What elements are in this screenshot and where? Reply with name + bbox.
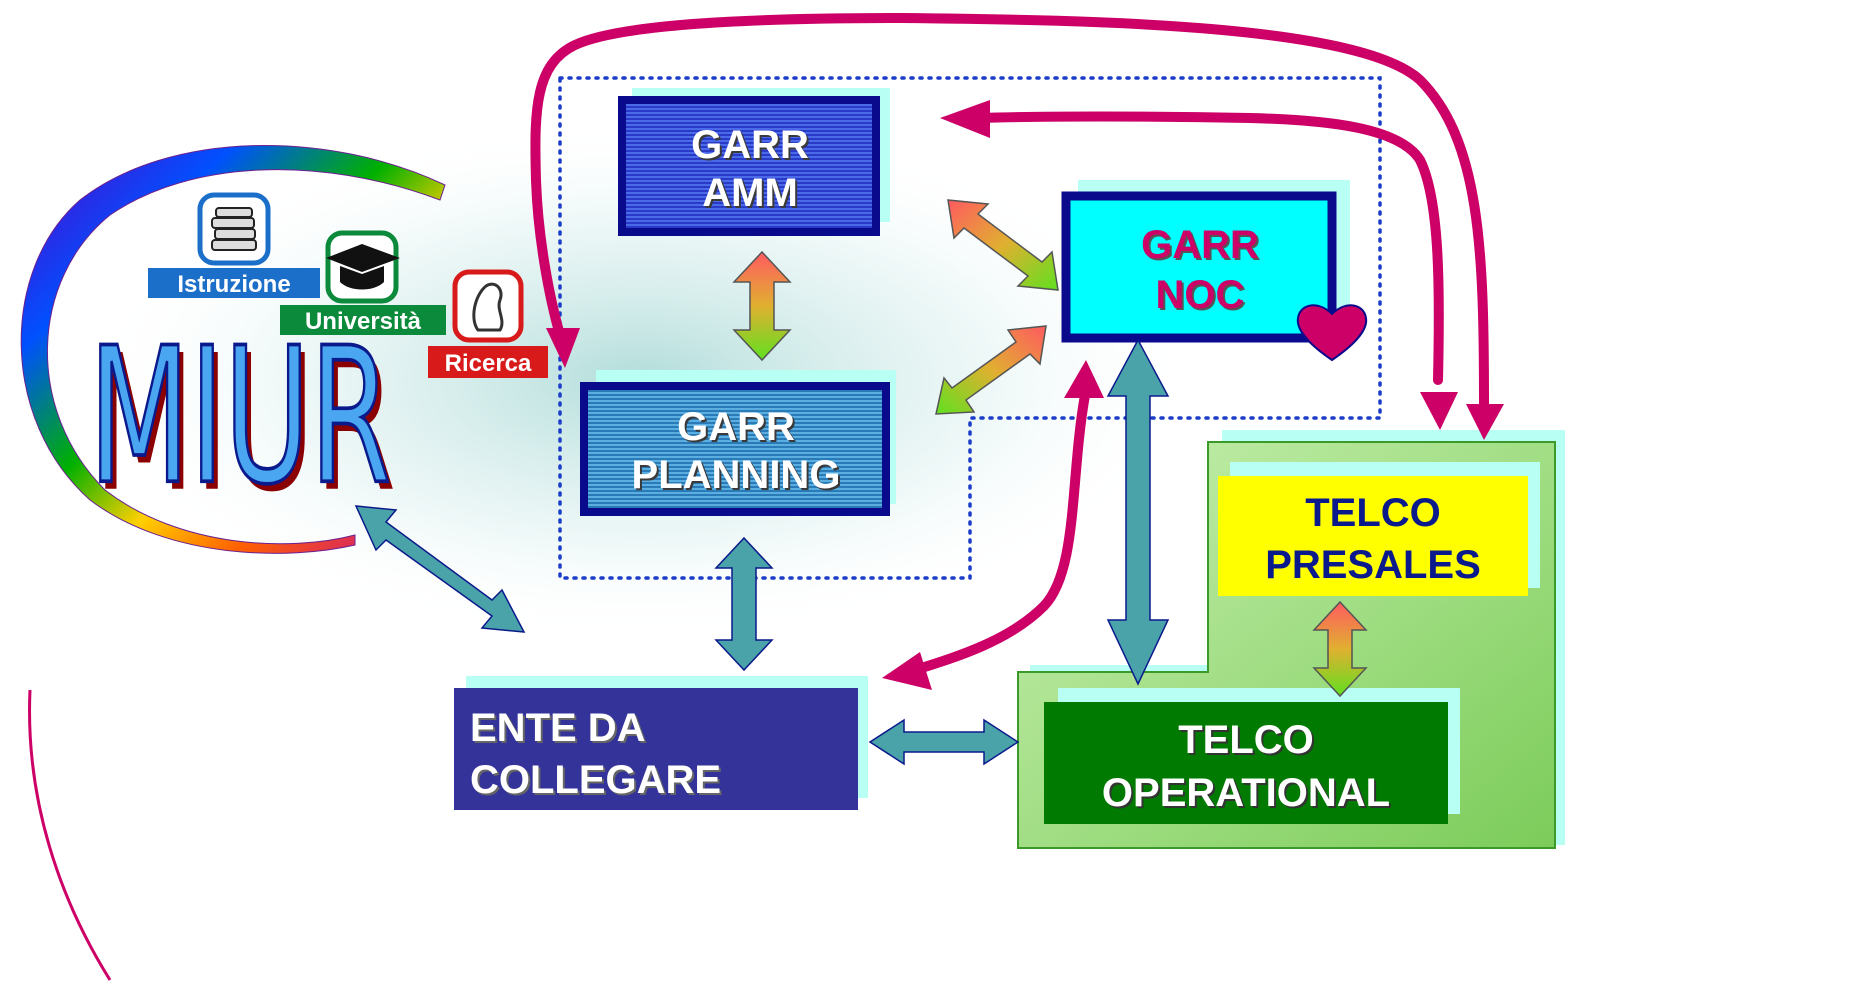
arrowhead-to-ente	[882, 652, 932, 690]
svg-text:TELCO: TELCO	[1180, 720, 1316, 764]
arrowhead-to-planning	[546, 328, 580, 368]
svg-text:OPERATIONAL: OPERATIONAL	[1104, 773, 1392, 817]
books-icon	[211, 207, 257, 251]
planning-ente-arrow	[714, 536, 774, 672]
miur-label: MIUR	[89, 307, 391, 525]
svg-text:GARR: GARR	[679, 407, 797, 451]
noc-operational-arrow	[1106, 338, 1170, 686]
garr-noc-box[interactable]: GARR GARR NOC NOC	[1061, 180, 1368, 362]
telco-operational-box[interactable]: TELCO TELCO OPERATIONAL OPERATIONAL	[1044, 688, 1460, 824]
svg-text:GARR: GARR	[1143, 225, 1261, 269]
svg-text:ENTE DA: ENTE DA	[472, 708, 648, 752]
flask-icon	[472, 282, 504, 332]
svg-text:NOC: NOC	[1158, 275, 1247, 319]
garr-group-outline	[558, 76, 1382, 580]
arrowhead-to-presales-left	[1420, 392, 1458, 430]
garr-amm-line2: AMM	[702, 171, 798, 215]
rainbow-ring	[20, 144, 446, 554]
decorative-curve	[28, 689, 112, 981]
garr-planning-box[interactable]: GARR GARR PLANNING PLANNING	[580, 370, 896, 516]
ricerca-logo: Ricerca	[428, 269, 548, 378]
svg-text:GARR: GARR	[693, 125, 811, 169]
ente-box[interactable]: ENTE DA ENTE DA COLLEGARE COLLEGARE	[454, 676, 868, 810]
telco-presales-line2: PRESALES	[1265, 543, 1481, 587]
garr-noc-line2: NOC	[1156, 273, 1245, 317]
ente-line1: ENTE DA	[470, 706, 646, 750]
svg-text:MIUR: MIUR	[94, 315, 396, 533]
svg-text:PLANNING: PLANNING	[634, 455, 843, 499]
planning-noc-arrow	[935, 325, 1047, 415]
garr-amm-line1: GARR	[691, 123, 809, 167]
telco-presales-box[interactable]: TELCO PRESALES	[1218, 462, 1540, 596]
amm-noc-arrow	[947, 199, 1059, 291]
arrowhead-to-amm	[940, 100, 990, 138]
garr-planning-line1: GARR	[677, 405, 795, 449]
miur-ente-arrow	[354, 505, 526, 633]
ente-line2: COLLEGARE	[470, 758, 721, 802]
arrowhead-to-presales-right	[1466, 404, 1504, 440]
garr-amm-box[interactable]: GARR GARR AMM AMM	[618, 88, 890, 236]
universita-label: Università	[305, 308, 422, 335]
presales-operational-arrow	[1312, 600, 1368, 698]
telco-presales-line1: TELCO	[1305, 491, 1441, 535]
garr-noc-line1: GARR	[1141, 223, 1259, 267]
graduation-cap-icon	[326, 244, 400, 290]
svg-text:AMM: AMM	[704, 173, 800, 217]
telco-operational-line1: TELCO	[1178, 718, 1314, 762]
svg-text:COLLEGARE: COLLEGARE	[472, 760, 723, 804]
amm-planning-arrow	[732, 250, 792, 362]
ricerca-label: Ricerca	[445, 350, 532, 377]
universita-logo: Università	[280, 230, 446, 335]
ente-operational-arrow	[868, 718, 1020, 766]
heart-icon	[1296, 304, 1368, 362]
magenta-arrows	[530, 12, 1489, 675]
istruzione-label: Istruzione	[177, 271, 290, 298]
telco-operational-line2: OPERATIONAL	[1102, 771, 1390, 815]
garr-planning-line2: PLANNING	[632, 453, 841, 497]
arrowhead-to-noc	[1064, 360, 1104, 398]
miur-wordart: MIUR MIUR	[87, 306, 396, 533]
istruzione-logo: Istruzione	[148, 192, 320, 298]
